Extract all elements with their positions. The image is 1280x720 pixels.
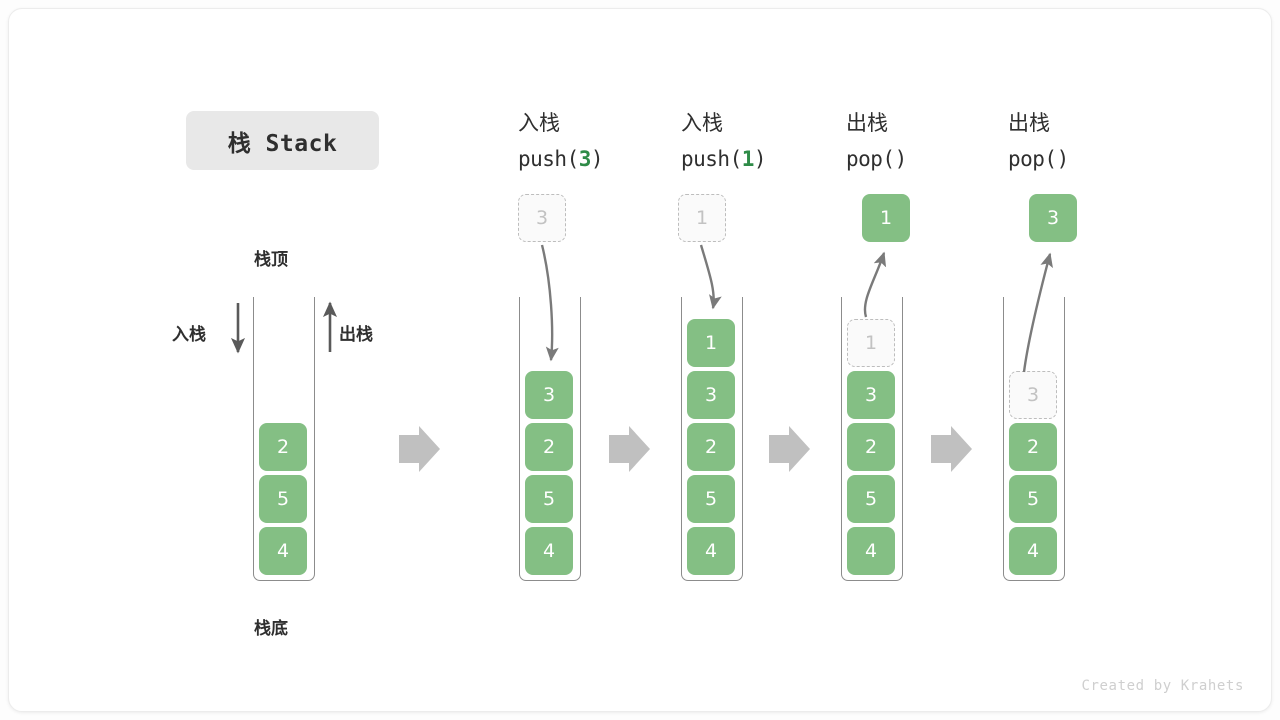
caption-code-number: 3 (578, 147, 592, 171)
floating-popped-cell: 3 (1029, 194, 1077, 242)
caption-code: pop() (846, 141, 1026, 177)
stack-bottom-label: 栈底 (254, 619, 288, 639)
caption-code-suffix: ) (894, 147, 908, 171)
caption-code-suffix: ) (753, 147, 767, 171)
caption-cn: 出栈 (846, 111, 888, 135)
stack-cell: 5 (259, 475, 307, 523)
stack-cell: 4 (1009, 527, 1057, 575)
stack-cell: 5 (847, 475, 895, 523)
stack-cell: 5 (687, 475, 735, 523)
caption-cn: 入栈 (518, 111, 560, 135)
stack-cell: 2 (847, 423, 895, 471)
stack-cell: 2 (1009, 423, 1057, 471)
caption-code: push(1) (681, 141, 861, 177)
caption-code-prefix: push( (518, 147, 579, 171)
caption-code-prefix: pop( (846, 147, 895, 171)
stack-container-push-1 (681, 297, 743, 581)
caption-code-number: 1 (741, 147, 755, 171)
stack-cell: 1 (687, 319, 735, 367)
stack-container-initial (253, 297, 315, 581)
caption-code: push(3) (518, 141, 698, 177)
caption-cn: 出栈 (1008, 111, 1050, 135)
stack-cell: 3 (847, 371, 895, 419)
stack-cell: 4 (525, 527, 573, 575)
caption-code-suffix: ) (590, 147, 604, 171)
stack-container-pop-1 (841, 297, 903, 581)
floating-ghost-cell: 1 (678, 194, 726, 242)
floating-ghost-cell: 3 (518, 194, 566, 242)
floating-popped-cell: 1 (862, 194, 910, 242)
caption-code-prefix: push( (681, 147, 742, 171)
stack-cell: 4 (687, 527, 735, 575)
stack-cell: 5 (525, 475, 573, 523)
stack-cell: 3 (525, 371, 573, 419)
caption-code-suffix: ) (1056, 147, 1070, 171)
stack-cell: 2 (687, 423, 735, 471)
stack-container-pop-3 (1003, 297, 1065, 581)
stack-cell: 4 (259, 527, 307, 575)
push-side-label: 入栈 (172, 325, 206, 345)
caption-code-prefix: pop( (1008, 147, 1057, 171)
stack-top-label: 栈顶 (254, 250, 288, 270)
stack-cell: 2 (525, 423, 573, 471)
title-badge: 栈 Stack (186, 111, 379, 170)
footer-credit: Created by Krahets (1081, 678, 1244, 694)
stage-caption-pop-3: 出栈 pop() (1008, 105, 1188, 177)
stage-caption-push-3: 入栈 push(3) (518, 105, 698, 177)
caption-cn: 入栈 (681, 111, 723, 135)
pop-side-label: 出栈 (339, 325, 373, 345)
stack-container-push-3 (519, 297, 581, 581)
stack-cell: 4 (847, 527, 895, 575)
stack-cell: 5 (1009, 475, 1057, 523)
stack-cell-ghost: 3 (1009, 371, 1057, 419)
stage-caption-push-1: 入栈 push(1) (681, 105, 861, 177)
caption-code: pop() (1008, 141, 1188, 177)
stack-cell: 3 (687, 371, 735, 419)
stack-cell: 2 (259, 423, 307, 471)
stage-caption-pop-1: 出栈 pop() (846, 105, 1026, 177)
stack-cell-ghost: 1 (847, 319, 895, 367)
